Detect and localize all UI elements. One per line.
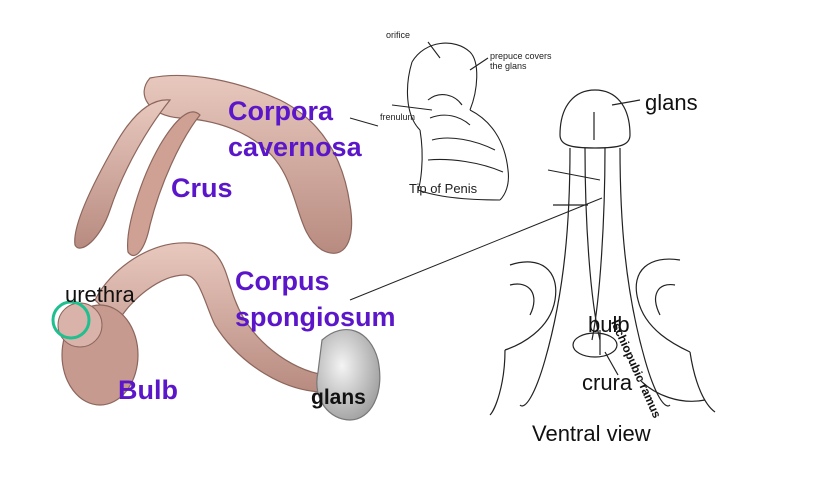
glans-shape	[316, 329, 381, 421]
label-crura: crura	[582, 370, 633, 395]
label-glans-main: glans	[311, 386, 366, 409]
leader-line-ventral	[547, 169, 601, 181]
label-crus: Crus	[171, 173, 233, 203]
inset-label-prepuce-2: the glans	[490, 61, 527, 71]
leader-line-corpora	[349, 117, 379, 127]
label-urethra: urethra	[65, 282, 135, 307]
label-bulb: Bulb	[118, 375, 178, 405]
crus-shape	[74, 99, 172, 249]
urethra-highlight-circle	[51, 300, 91, 340]
label-glans-ventral: glans	[645, 90, 698, 115]
leader-line-spongiosum	[349, 197, 603, 301]
crus-shape-2	[127, 111, 201, 257]
ventral-glans-outline	[559, 89, 631, 149]
label-bulb-ventral: bulb	[588, 312, 630, 337]
label-corpora-cavernosa-1: Corpora	[228, 96, 334, 126]
inset-label-orifice: orifice	[386, 30, 411, 40]
inset-label-prepuce-1: prepuce covers	[490, 51, 552, 61]
inset-label-frenulum: frenulum	[380, 112, 416, 122]
label-corpora-cavernosa-2: cavernosa	[228, 132, 362, 162]
label-ventral-view: Ventral view	[532, 421, 651, 446]
label-corpus-spongiosum-2: spongiosum	[235, 302, 396, 332]
label-corpus-spongiosum-1: Corpus	[235, 266, 330, 296]
inset-caption: Tip of Penis	[409, 181, 478, 196]
